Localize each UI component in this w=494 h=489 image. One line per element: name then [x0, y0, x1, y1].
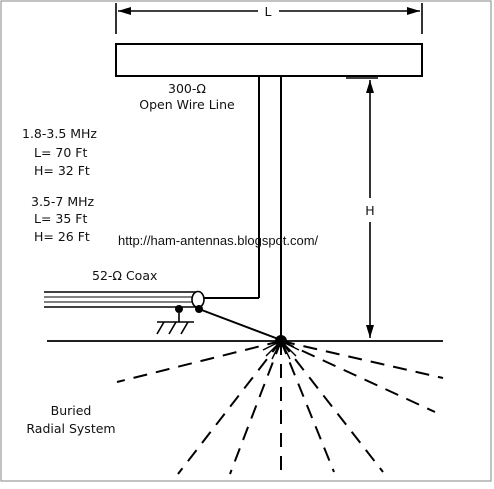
height-dimension	[346, 77, 378, 338]
radials-label-line2: Radial System	[26, 421, 115, 436]
band2-range: 3.5-7 MHz	[31, 194, 95, 209]
band1-range: 1.8-3.5 MHz	[22, 126, 97, 141]
feedline-type-label: Open Wire Line	[139, 97, 235, 112]
band1-height: H= 32 Ft	[34, 163, 90, 178]
coax-connection-points	[175, 305, 203, 313]
band2-height: H= 26 Ft	[34, 229, 90, 244]
feedline-impedance-label: 300-Ω	[168, 81, 206, 96]
band-spec-80-40m: 3.5-7 MHz L= 35 Ft H= 26 Ft	[31, 194, 95, 244]
radial-inner-hatching	[262, 340, 300, 360]
height-label: H	[365, 203, 374, 218]
length-dimension	[115, 3, 423, 34]
band1-length: L= 70 Ft	[34, 145, 87, 160]
feed-wire	[198, 308, 282, 341]
ground-symbol-icon	[156, 313, 194, 335]
radials-label-line1: Buried	[51, 403, 92, 418]
band2-length: L= 35 Ft	[34, 211, 87, 226]
vertical-radiator	[200, 76, 282, 340]
length-label: L	[265, 4, 272, 19]
coax-cable	[44, 290, 205, 309]
top-hat-element	[115, 43, 423, 77]
watermark-url: http://ham-antennas.blogspot.com/	[118, 233, 319, 248]
buried-radials	[116, 340, 444, 475]
coax-label: 52-Ω Coax	[92, 268, 157, 283]
band-spec-160-80m: 1.8-3.5 MHz L= 70 Ft H= 32 Ft	[22, 126, 97, 178]
